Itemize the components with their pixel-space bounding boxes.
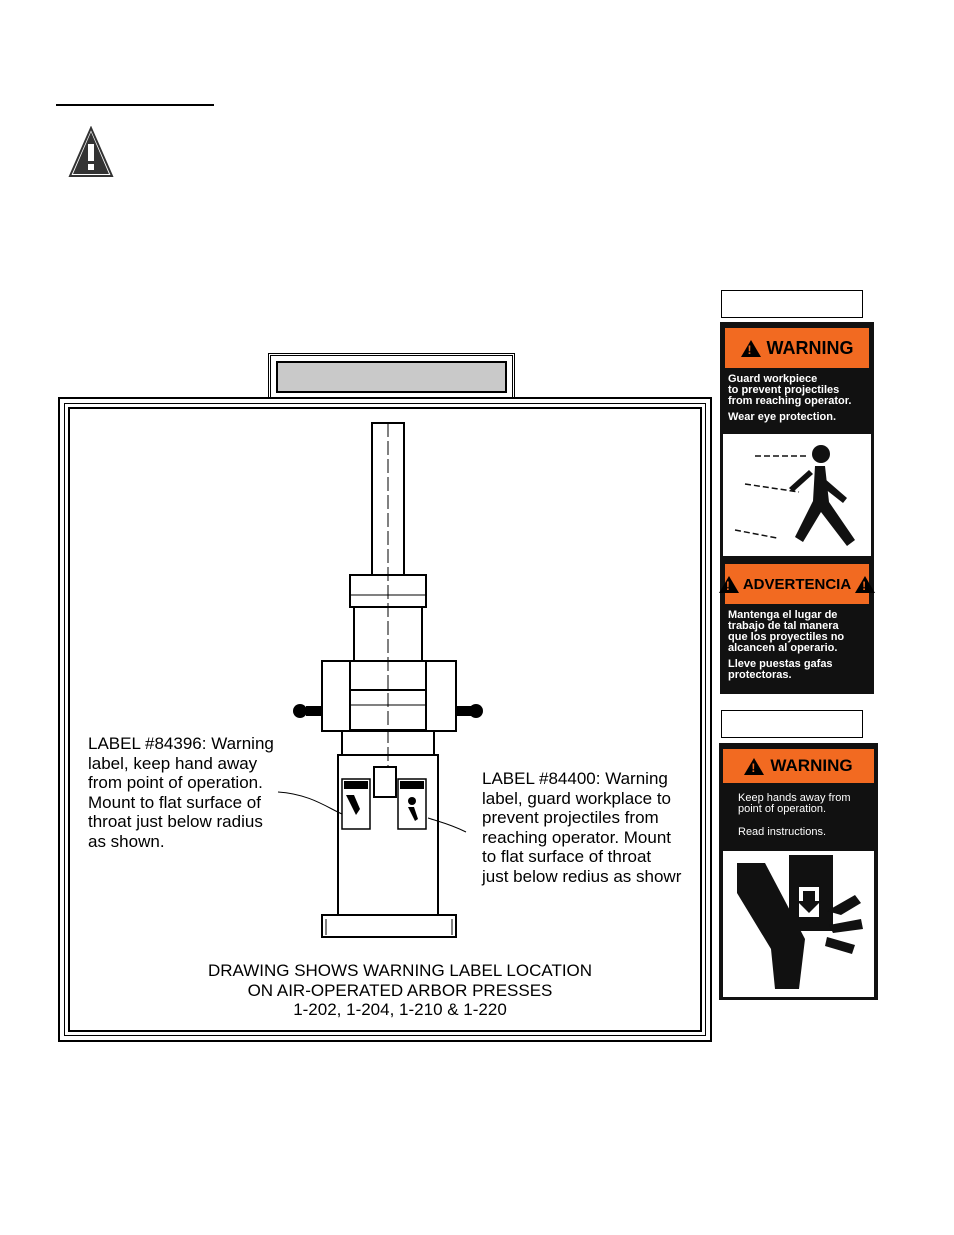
warning-triangle-icon — [744, 757, 765, 775]
heading-underline — [56, 104, 214, 106]
figure-caption: DRAWING SHOWS WARNING LABEL LOCATION ON … — [207, 961, 593, 1019]
figure-tab — [268, 353, 515, 401]
callout-label-84396: LABEL #84396: Warning label, keep hand a… — [88, 734, 274, 851]
label-title-box-84396 — [721, 710, 863, 738]
label-title-box-84400 — [721, 290, 863, 318]
decal-84400-warning-header: WARNING — [725, 328, 869, 368]
projectile-pictogram-icon — [723, 434, 871, 556]
decal-84396: WARNING Keep hands away from point of op… — [719, 743, 878, 1000]
callout-label-84400: LABEL #84400: Warning label, guard workp… — [482, 769, 682, 886]
arbor-press-drawing — [293, 422, 483, 938]
warning-triangle-icon — [855, 575, 876, 593]
decal-84400-eye-protection: Wear eye protection. — [728, 411, 836, 423]
warning-triangle-icon — [718, 575, 739, 593]
hand-crush-pictogram-icon — [723, 851, 874, 997]
decal-84400-spanish-text: Mantenga el lugar de trabajo de tal mane… — [728, 609, 845, 654]
decal-84400-spanish-header: ADVERTENCIA — [718, 564, 876, 604]
leader-lines — [277, 791, 467, 833]
decal-84400-warning-text: Guard workpiece to prevent projectiles f… — [728, 373, 852, 407]
decal-84396-warning-header: WARNING — [723, 749, 874, 783]
warning-triangle-icon — [740, 339, 761, 357]
decal-84396-read-instructions: Read instructions. — [738, 826, 827, 838]
decal-84396-warning-text: Keep hands away from point of operation. — [738, 792, 851, 815]
decal-84400: WARNING Guard workpiece to prevent proje… — [718, 322, 876, 694]
decal-84400-spanish-eye-protection: Lleve puestas gafas protectoras. — [728, 658, 833, 681]
caution-icon — [68, 126, 114, 177]
